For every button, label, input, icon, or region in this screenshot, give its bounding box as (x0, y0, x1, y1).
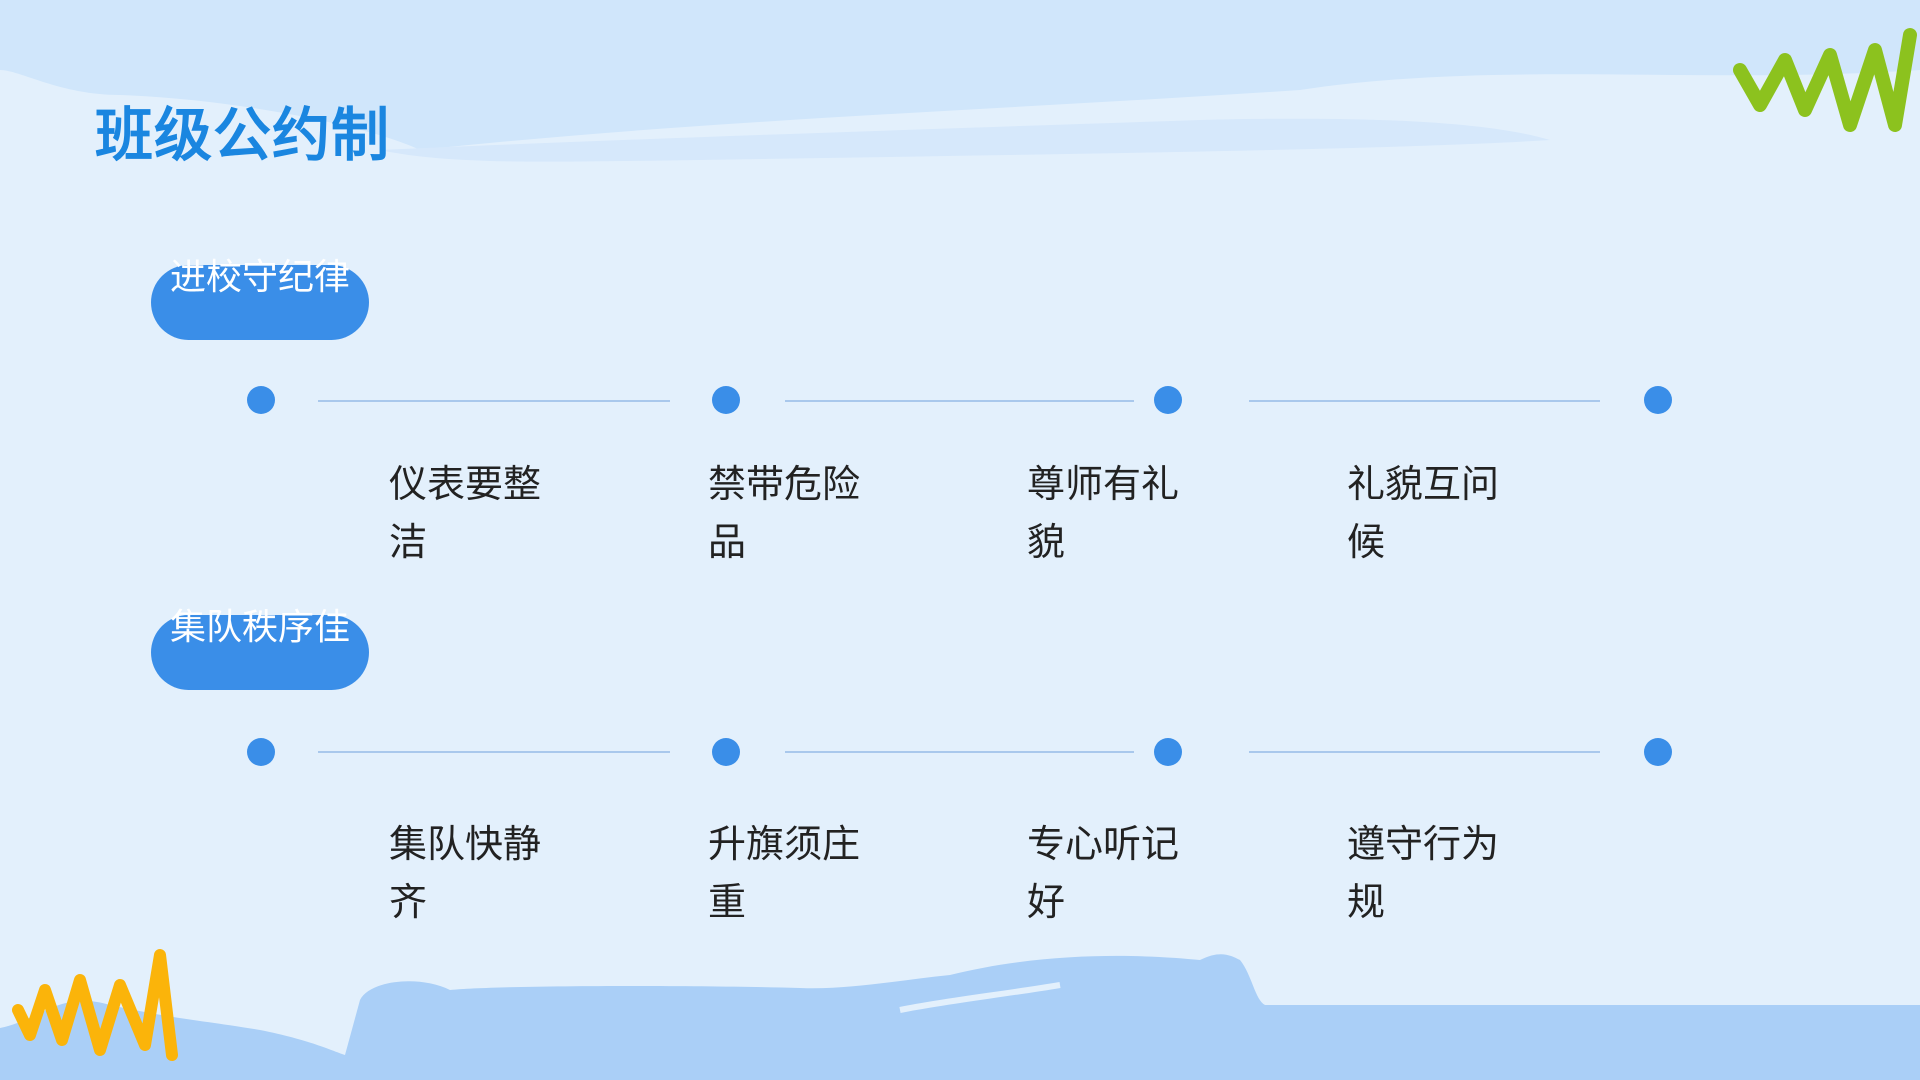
timeline-line (785, 751, 1134, 753)
timeline-dot (1644, 386, 1672, 414)
timeline-dot (1644, 738, 1672, 766)
timeline-dot (247, 386, 275, 414)
timeline-line (1249, 400, 1600, 402)
section-pill-2 (151, 615, 369, 690)
timeline-dot (1154, 386, 1182, 414)
rule-item: 禁带危险品 (708, 462, 861, 564)
timeline-dot (1154, 738, 1182, 766)
timeline-line (318, 751, 670, 753)
rule-item: 遵守行为规 (1347, 822, 1500, 924)
rule-item: 集队快静齐 (389, 822, 542, 924)
timeline-line (1249, 751, 1600, 753)
timeline-dot (712, 386, 740, 414)
green-squiggle-icon (1733, 28, 1917, 132)
rule-item: 仪表要整洁 (389, 462, 542, 564)
rule-item: 礼貌互问候 (1347, 462, 1500, 564)
rule-item: 升旗须庄重 (708, 822, 861, 924)
timeline-dot (712, 738, 740, 766)
timeline-line (785, 400, 1134, 402)
rule-item: 尊师有礼貌 (1027, 462, 1180, 564)
timeline-line (318, 400, 670, 402)
section-label-2: 集队秩序佳 (169, 607, 350, 648)
section-label-1: 进校守纪律 (169, 257, 350, 298)
rule-item: 专心听记好 (1027, 822, 1180, 924)
orange-squiggle-icon (12, 949, 178, 1061)
page-title: 班级公约制 (95, 101, 391, 169)
section-pill-1 (151, 265, 369, 340)
timeline-dot (247, 738, 275, 766)
